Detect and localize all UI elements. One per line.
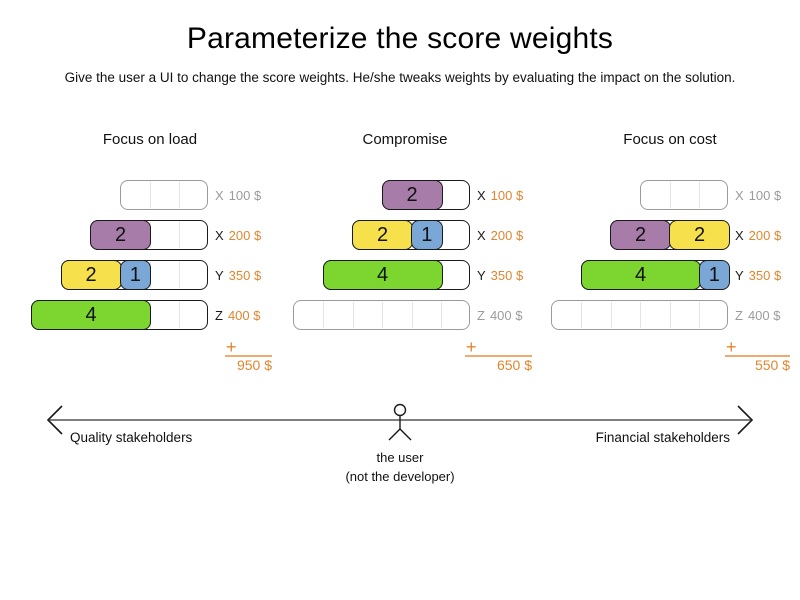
cell-separator [179, 222, 180, 248]
cell-separator [352, 302, 354, 328]
cell-separator [669, 302, 671, 328]
column-header: Focus on load [102, 131, 198, 148]
user-label-line1: the user [376, 450, 424, 465]
axis-left-label: Quality stakeholders [70, 430, 193, 445]
cell-separator [699, 182, 700, 208]
constraint-letter: X [477, 227, 486, 243]
weight-block-yellow: 2 [60, 259, 122, 290]
constraint-price: 350 $ [490, 267, 524, 283]
constraint-letter: X [735, 187, 744, 203]
cell-separator [441, 302, 442, 328]
constraint-letter: X [215, 187, 224, 203]
weight-block-purple: 2 [610, 219, 671, 250]
score-row-track: 4 [322, 259, 470, 290]
constraint-price: 400 $ [747, 307, 781, 323]
constraint-price: 200 $ [748, 227, 782, 243]
cell-separator [610, 302, 612, 328]
cell-separator [699, 302, 700, 328]
constraint-price: 350 $ [228, 267, 262, 283]
weight-block-yellow: 2 [352, 219, 413, 250]
axis-right-label: Financial stakeholders [595, 430, 730, 445]
constraint-letter: Z [735, 307, 743, 323]
constraint-price: 350 $ [748, 267, 782, 283]
constraint-letter: Y [215, 267, 224, 283]
constraint-price: 200 $ [490, 227, 524, 243]
right-arrowhead-icon [737, 405, 754, 435]
score-row-track [551, 300, 728, 330]
user-stick-figure-icon [388, 403, 412, 441]
cell-separator [382, 302, 383, 328]
cell-separator [581, 302, 582, 328]
weight-block-green: 4 [31, 299, 151, 330]
weight-block-purple: 2 [381, 179, 443, 210]
left-arrowhead-icon [46, 405, 63, 435]
cell-separator [179, 182, 180, 208]
score-row-track: 2 [90, 219, 208, 250]
weight-block-green: 4 [580, 259, 701, 290]
score-row-track [119, 180, 208, 210]
column-header: Focus on cost [623, 131, 717, 148]
cell-separator [411, 302, 413, 328]
constraint-letter: X [477, 187, 486, 203]
sum-line [225, 355, 272, 357]
weight-block-blue: 1 [411, 219, 443, 250]
score-row-track: 2 [381, 179, 470, 210]
cell-separator [640, 302, 641, 328]
constraint-letter: Z [215, 307, 223, 323]
score-row-track [293, 300, 470, 330]
constraint-letter: X [215, 227, 224, 243]
weight-block-blue: 1 [119, 259, 151, 290]
constraint-price: 100 $ [748, 187, 782, 203]
weight-block-blue: 1 [698, 259, 730, 290]
weight-block-yellow: 2 [669, 219, 730, 250]
constraint-price: 100 $ [490, 187, 524, 203]
stakeholder-axis [46, 403, 754, 441]
sum-total: 950 $ [236, 357, 272, 373]
cell-separator [179, 302, 180, 328]
sum-plus-sign: + [226, 337, 237, 357]
cell-separator [669, 182, 671, 208]
score-row-track [639, 180, 728, 210]
weight-block-purple: 2 [90, 219, 151, 250]
constraint-letter: Y [477, 267, 486, 283]
cell-separator [323, 302, 324, 328]
constraint-price: 200 $ [228, 227, 262, 243]
constraint-letter: Y [735, 267, 744, 283]
column-header: Compromise [362, 131, 448, 148]
sum-line [725, 355, 790, 357]
sum-total: 550 $ [754, 357, 790, 373]
constraint-price: 400 $ [227, 307, 261, 323]
constraint-price: 400 $ [489, 307, 523, 323]
score-row-track: 4 [31, 299, 208, 330]
page-title: Parameterize the score weights [186, 22, 614, 55]
constraint-price: 100 $ [228, 187, 262, 203]
sum-total: 650 $ [496, 357, 532, 373]
cell-separator [149, 182, 151, 208]
sum-plus-sign: + [726, 337, 737, 357]
user-label-line2: (not the developer) [345, 469, 455, 484]
cell-separator [179, 262, 180, 288]
weight-block-green: 4 [322, 259, 443, 290]
constraint-letter: X [735, 227, 744, 243]
sum-plus-sign: + [466, 337, 477, 357]
sum-line [465, 355, 532, 357]
constraint-letter: Z [477, 307, 485, 323]
page-subtitle: Give the user a UI to change the score w… [64, 70, 736, 85]
